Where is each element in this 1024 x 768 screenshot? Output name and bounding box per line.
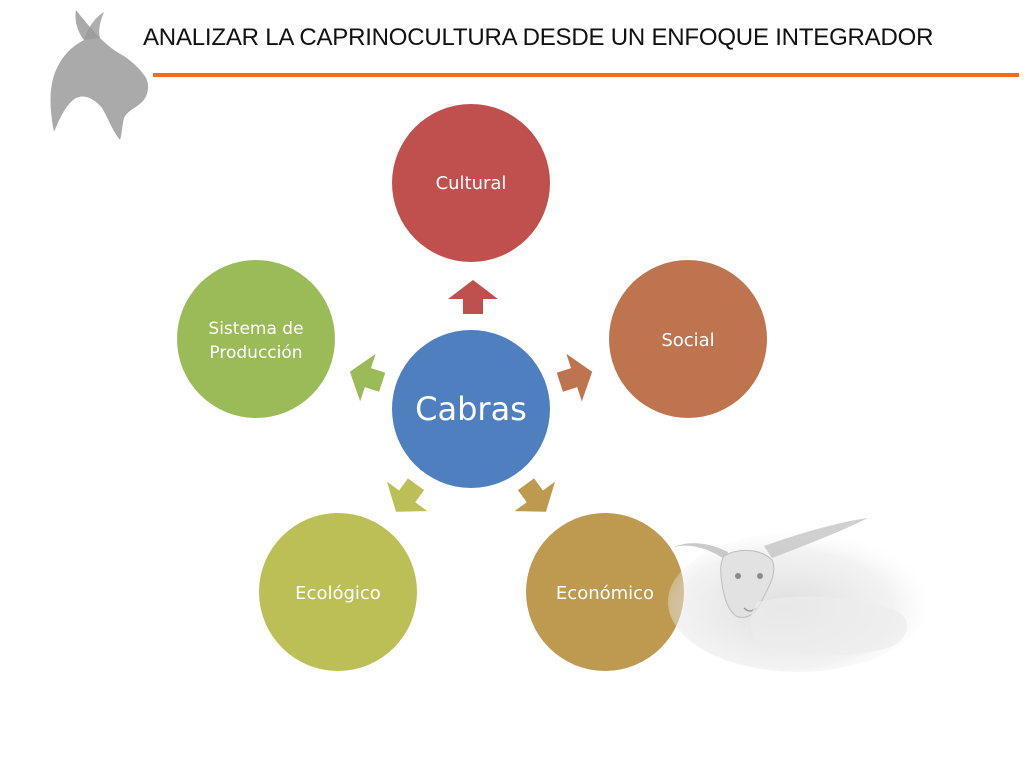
slide-title: ANALIZAR LA CAPRINOCULTURA DESDE UN ENFO… (143, 24, 934, 51)
node-economico: Económico (526, 513, 684, 671)
node-economico-label: Económico (556, 583, 654, 604)
node-ecologico-label: Ecológico (295, 583, 381, 604)
arrow-to-economico (514, 478, 556, 512)
node-sistema-label-line1: Sistema de (208, 319, 303, 339)
node-sistema-produccion: Sistema de Producción (177, 260, 335, 418)
arrow-to-ecologico (386, 478, 428, 512)
node-cultural-label: Cultural (436, 173, 507, 194)
node-cultural: Cultural (392, 104, 550, 262)
node-sistema-label-line2: Producción (209, 343, 302, 363)
arrow-to-social (556, 353, 593, 402)
center-node-cabras: Cabras (392, 330, 550, 488)
node-ecologico: Ecológico (259, 513, 417, 671)
arrow-to-sistema (349, 353, 386, 402)
title-underline (153, 73, 1019, 77)
goat-head-logo-icon (50, 10, 149, 140)
node-social-label: Social (661, 330, 714, 351)
arrow-to-cultural (448, 280, 498, 314)
center-label: Cabras (415, 390, 527, 428)
node-social: Social (609, 260, 767, 418)
goat-photo (668, 518, 928, 672)
